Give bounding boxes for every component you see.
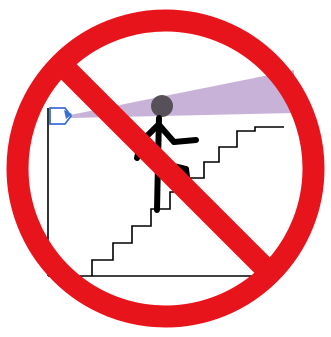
security-camera-icon — [50, 108, 72, 124]
figure-head — [151, 95, 173, 117]
prohibition-symbol — [18, 21, 314, 317]
